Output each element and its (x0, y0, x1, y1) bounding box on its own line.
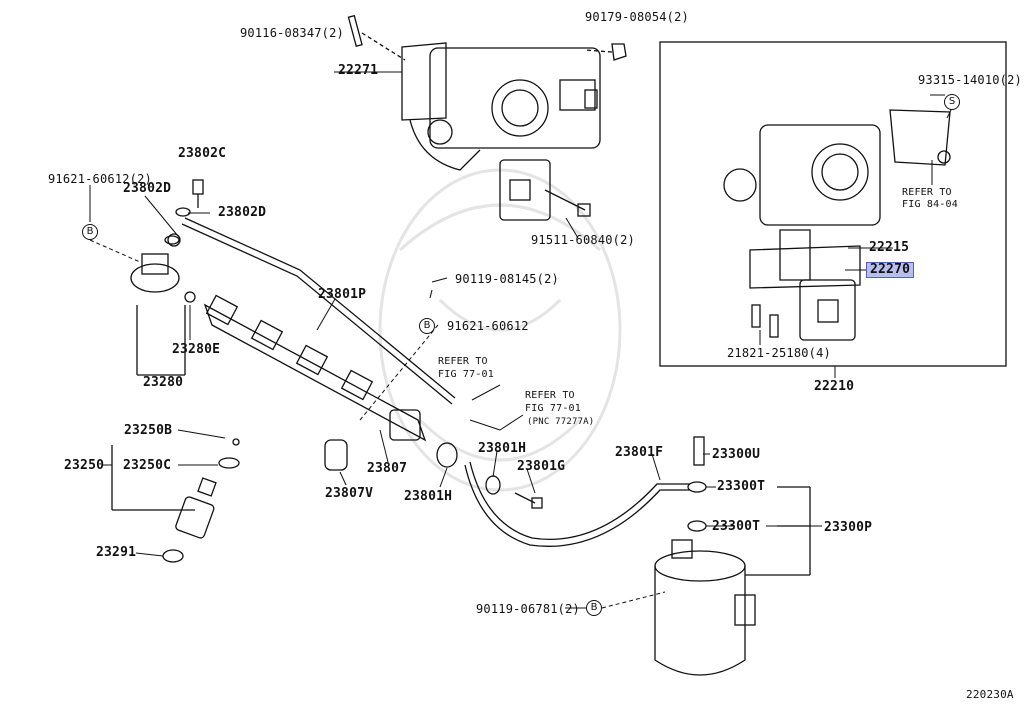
stud-bolt-90116 (347, 14, 406, 61)
label-91621-b: 91621-60612 (447, 319, 529, 333)
label-23801F: 23801F (615, 445, 664, 460)
refer-fig84-line2: FIG 84-04 (902, 199, 958, 210)
refer-fig77b-line2: FIG 77-01 (525, 403, 581, 414)
injector-23250 (111, 438, 240, 563)
label-23802D-b: 23802D (218, 205, 267, 220)
label-21821: 21821-25180(4) (727, 346, 831, 360)
label-23250C: 23250C (123, 458, 172, 473)
refer-fig77a-line1: REFER TO (438, 356, 488, 367)
throttle-body-upper (401, 42, 601, 221)
label-23802D-a: 23802D (123, 181, 172, 196)
diagram-ref-code: 220230A (966, 688, 1014, 701)
label-90179: 90179-08054(2) (585, 10, 689, 24)
bolt-23801G (514, 492, 543, 509)
label-90119-a: 90119-08145(2) (455, 272, 559, 286)
label-91511: 91511-60840(2) (531, 233, 635, 247)
label-23291: 23291 (96, 545, 137, 560)
washer-23801H-b (485, 475, 501, 495)
label-22270: 22270 (866, 262, 915, 278)
label-23300P: 23300P (824, 520, 873, 535)
label-90116: 90116-08347(2) (240, 26, 344, 40)
label-23801G: 23801G (517, 459, 566, 474)
throttle-body-inset (723, 109, 951, 341)
label-23280: 23280 (143, 375, 184, 390)
washer-23801H (436, 442, 458, 468)
label-22210: 22210 (814, 379, 855, 394)
fuel-hose-23801F (464, 461, 690, 547)
refer-fig84-line1: REFER TO (902, 187, 952, 198)
marker-b-2: B (419, 318, 435, 334)
bolt-91511 (544, 189, 591, 217)
label-23802C: 23802C (178, 146, 227, 161)
bolt-23802C (164, 179, 204, 245)
label-91621-a: 91621-60612(2) (48, 172, 152, 186)
label-23801P: 23801P (318, 287, 367, 302)
marker-s-1: S (944, 94, 960, 110)
marker-b-3: B (586, 600, 602, 616)
label-23801H-b: 23801H (478, 441, 527, 456)
cap-23807V (324, 439, 348, 471)
label-23300T-b: 23300T (712, 519, 761, 534)
label-23807: 23807 (367, 461, 408, 476)
pressure-regulator-23280 (130, 233, 196, 376)
refer-fig77a-line2: FIG 77-01 (438, 369, 494, 380)
label-23801H: 23801H (404, 489, 453, 504)
label-93315: 93315-14010(2) (918, 73, 1022, 87)
fuel-pipe-23801P (181, 217, 456, 405)
marker-b-1: B (82, 224, 98, 240)
fuel-filter (654, 436, 811, 676)
fuel-rail-23807 (203, 294, 427, 442)
leader-lines (89, 71, 953, 609)
label-23807V: 23807V (325, 486, 374, 501)
label-23250B: 23250B (124, 423, 173, 438)
nut-90179 (584, 43, 627, 61)
label-23300U: 23300U (712, 447, 761, 462)
label-23300T-a: 23300T (717, 479, 766, 494)
label-22271: 22271 (338, 63, 379, 78)
refer-fig77b-line1: REFER TO (525, 390, 575, 401)
label-90119-b: 90119-06781(2) (476, 602, 580, 616)
label-22215: 22215 (869, 240, 910, 255)
label-23280E: 23280E (172, 342, 221, 357)
refer-fig77b-line3: (PNC 77277A) (527, 417, 595, 427)
inset-frame (659, 41, 1007, 367)
label-23250: 23250 (64, 458, 105, 473)
